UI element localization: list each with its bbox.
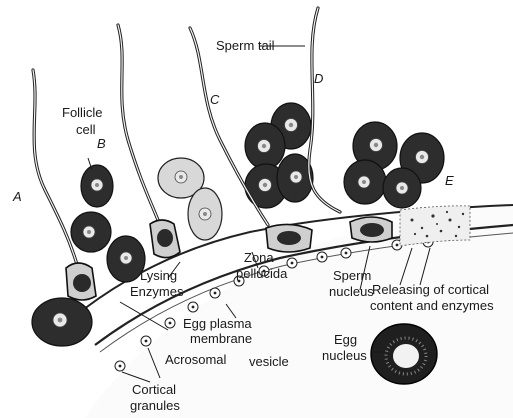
follicle-cells-right	[344, 122, 444, 208]
egg-nucleus	[371, 324, 437, 384]
label-egg-nucleus-2: nucleus	[322, 348, 367, 363]
label-stage-b: B	[97, 136, 106, 151]
cortical-granule	[210, 288, 220, 298]
label-stage-d: D	[314, 71, 323, 86]
label-zona: Zona	[244, 250, 274, 265]
label-follicle-cell: Follicle	[62, 105, 102, 120]
follicle-cell	[81, 165, 113, 207]
released-cortical-content	[400, 206, 470, 246]
follicle-cells-center	[245, 103, 313, 208]
cortical-granule	[317, 252, 327, 262]
label-releasing-2: content and enzymes	[370, 298, 494, 313]
follicle-cell	[71, 212, 111, 252]
label-vesicle: vesicle	[249, 354, 289, 369]
follicle-cell-light	[188, 188, 222, 240]
cortical-granule	[141, 336, 151, 346]
sperm-b	[118, 25, 180, 258]
follicle-cell	[32, 298, 92, 346]
label-pellucida: pellucida	[236, 266, 288, 281]
follicle-cell	[245, 123, 285, 169]
label-stage-e: E	[445, 173, 454, 188]
label-enzymes: Enzymes	[130, 284, 184, 299]
label-granules: granules	[130, 398, 180, 413]
cortical-granule	[165, 318, 175, 328]
label-egg-nucleus: Egg	[334, 332, 357, 347]
label-releasing: Releasing of cortical	[372, 282, 489, 297]
label-stage-c: C	[210, 92, 220, 107]
cortical-granule	[287, 258, 297, 268]
cortical-granule	[115, 361, 125, 371]
label-egg-plasma: Egg plasma	[183, 316, 252, 331]
label-follicle-cell-2: cell	[76, 122, 96, 137]
label-membrane: membrane	[190, 331, 252, 346]
label-sperm-tail: Sperm tail	[216, 38, 275, 53]
follicle-cell	[344, 160, 386, 204]
label-sperm-nucleus: Sperm	[333, 268, 371, 283]
cortical-granule	[341, 248, 351, 258]
follicle-cell	[383, 168, 421, 208]
label-stage-a: A	[12, 189, 22, 204]
label-sperm-nucleus-2: nucleus	[329, 284, 374, 299]
label-acrosomal: Acrosomal	[165, 352, 227, 367]
follicle-cells-left	[32, 165, 145, 346]
cortical-granule	[188, 302, 198, 312]
label-cortical: Cortical	[132, 382, 176, 397]
label-lysing: Lysing	[140, 268, 177, 283]
